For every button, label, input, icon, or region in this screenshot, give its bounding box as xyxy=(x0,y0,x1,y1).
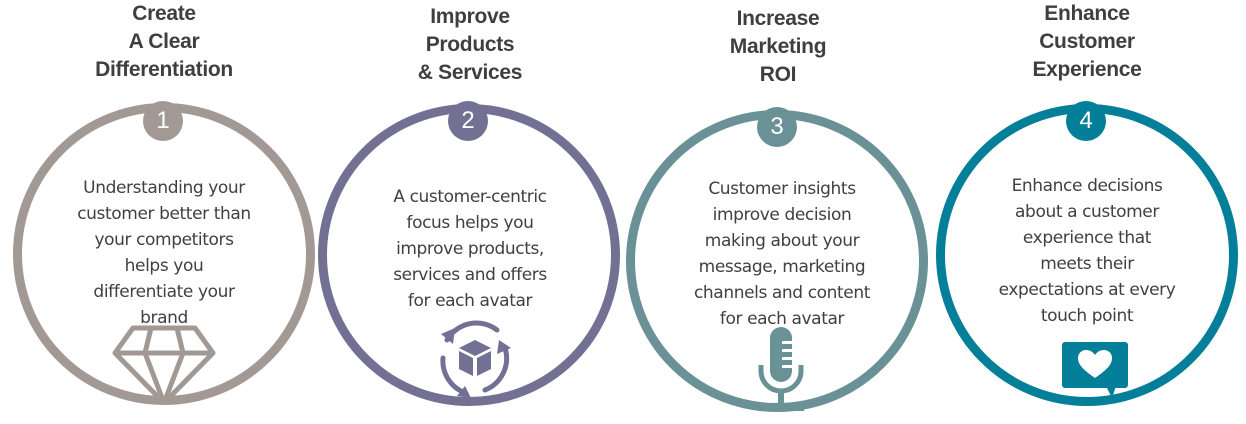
description-line: Enhance decisions xyxy=(1011,176,1163,196)
title-line: Increase xyxy=(736,7,820,30)
description-line: meets their xyxy=(1040,254,1134,274)
description-line: differentiate your xyxy=(93,282,235,302)
description-line: channels and content xyxy=(693,283,870,303)
description-line: expectations at every xyxy=(998,280,1176,300)
step-number-badge: 3 xyxy=(757,107,797,147)
step-number-badge: 1 xyxy=(143,101,183,141)
description-line: Customer insights xyxy=(708,179,856,199)
step-title: Increase Marketing ROI xyxy=(628,5,928,89)
description-line: making about your xyxy=(704,231,860,251)
box-cycle-icon xyxy=(440,320,511,398)
description-line: A customer-centric xyxy=(393,187,547,207)
step-description: A customer-centric focus helps you impro… xyxy=(350,184,590,314)
heart-chat-icon xyxy=(1062,342,1128,398)
description-line: about a customer xyxy=(1015,202,1159,222)
step-number-badge: 4 xyxy=(1066,101,1106,141)
description-line: Understanding your xyxy=(83,178,245,198)
description-line: brand xyxy=(140,308,188,328)
description-line: touch point xyxy=(1040,306,1134,326)
title-line: Improve xyxy=(430,5,510,28)
step-description: Customer insights improve decision makin… xyxy=(657,176,907,332)
step-title: Create A Clear Differentiation xyxy=(14,0,314,84)
description-line: experience that xyxy=(1022,228,1152,248)
step-description: Enhance decisions about a customer exper… xyxy=(962,173,1212,329)
step-title: Enhance Customer Experience xyxy=(937,0,1237,84)
description-line: for each avatar xyxy=(719,309,845,329)
description-line: improve products, xyxy=(396,239,544,259)
title-line: Create xyxy=(132,2,196,25)
step-description: Understanding your customer better than … xyxy=(44,175,284,331)
description-line: services and offers xyxy=(393,265,547,285)
step-number-badge: 2 xyxy=(448,101,488,141)
description-line: customer better than xyxy=(77,204,251,224)
title-line: Products xyxy=(425,33,515,56)
title-line: & Services xyxy=(417,61,523,84)
description-line: helps you xyxy=(124,256,204,276)
microphone-icon xyxy=(758,327,804,411)
title-line: Differentiation xyxy=(95,58,233,81)
title-line: Experience xyxy=(1032,58,1142,81)
title-line: ROI xyxy=(759,63,797,86)
title-line: Enhance xyxy=(1044,2,1130,25)
description-line: for each avatar xyxy=(407,291,533,311)
description-line: message, marketing xyxy=(698,257,866,277)
title-line: A Clear xyxy=(128,30,200,53)
description-line: improve decision xyxy=(712,205,852,225)
description-line: focus helps you xyxy=(406,213,534,233)
title-line: Marketing xyxy=(729,35,827,58)
description-line: your competitors xyxy=(94,230,234,250)
diamond-icon xyxy=(112,325,216,405)
title-line: Customer xyxy=(1039,30,1135,53)
step-title: Improve Products & Services xyxy=(320,3,620,87)
